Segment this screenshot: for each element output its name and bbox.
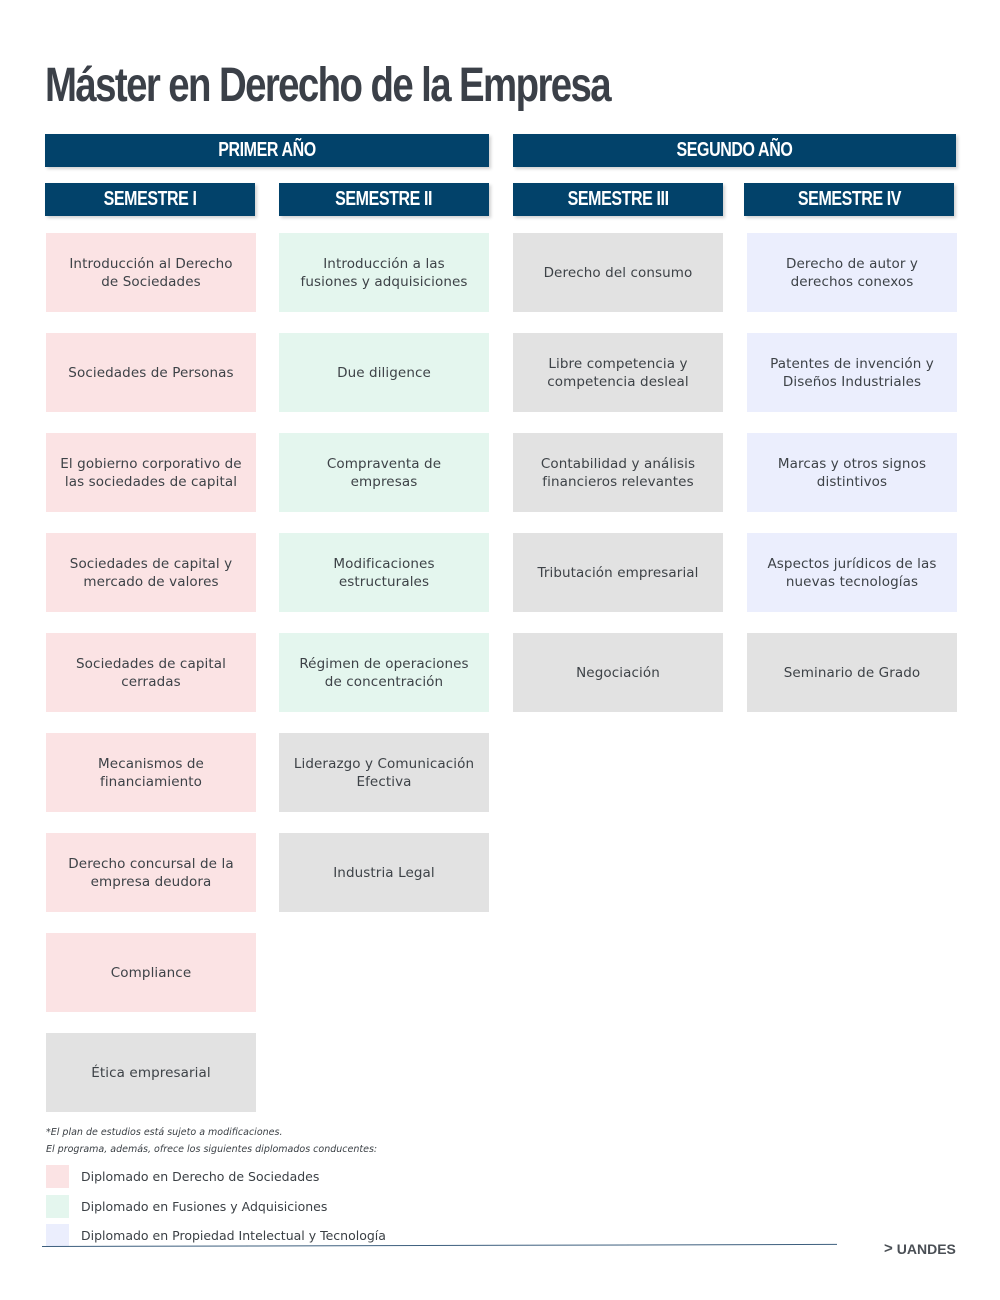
legend-label: Diplomado en Fusiones y Adquisiciones — [81, 1199, 328, 1214]
course-card: Aspectos jurídicos de las nuevas tecnolo… — [747, 533, 957, 612]
footnote-modifications: *El plan de estudios está sujeto a modif… — [46, 1127, 283, 1138]
course-card: Patentes de invención y Diseños Industri… — [747, 333, 957, 412]
semester-header-label: SEMESTRE I — [103, 188, 197, 210]
brand-name: UANDES — [896, 1240, 956, 1257]
legend-swatch — [46, 1165, 69, 1188]
course-card: Derecho del consumo — [513, 233, 723, 312]
course-card: Compraventa de empresas — [279, 433, 489, 512]
legend-label: Diplomado en Derecho de Sociedades — [81, 1169, 320, 1184]
semester-header-3: SEMESTRE III — [513, 183, 723, 216]
course-card: Negociación — [513, 633, 723, 712]
legend-item-sociedades: Diplomado en Derecho de Sociedades — [46, 1165, 319, 1188]
legend-swatch — [46, 1195, 69, 1218]
semester-header-label: SEMESTRE II — [335, 188, 433, 210]
course-card: Derecho de autor y derechos conexos — [747, 233, 957, 312]
chevron-right-icon: > — [884, 1240, 893, 1257]
year-header-segundo: SEGUNDO AÑO — [513, 134, 956, 167]
legend-item-fusiones: Diplomado en Fusiones y Adquisiciones — [46, 1195, 327, 1218]
course-card: Compliance — [46, 933, 256, 1012]
course-card: Tributación empresarial — [513, 533, 723, 612]
course-card: Ética empresarial — [46, 1033, 256, 1112]
course-card: El gobierno corporativo de las sociedade… — [46, 433, 256, 512]
course-card: Introducción al Derecho de Sociedades — [46, 233, 256, 312]
course-card: Mecanismos de financiamiento — [46, 733, 256, 812]
course-card: Derecho concursal de la empresa deudora — [46, 833, 256, 912]
semester-header-label: SEMESTRE IV — [797, 188, 901, 210]
course-card: Introducción a las fusiones y adquisicio… — [279, 233, 489, 312]
page-title: Máster en Derecho de la Empresa — [45, 59, 612, 112]
course-card: Contabilidad y análisis financieros rele… — [513, 433, 723, 512]
year-header-label: PRIMER AÑO — [218, 139, 316, 161]
course-card: Marcas y otros signos distintivos — [747, 433, 957, 512]
uandes-logo: > UANDES — [884, 1240, 956, 1257]
course-card: Sociedades de capital y mercado de valor… — [46, 533, 256, 612]
semester-header-4: SEMESTRE IV — [744, 183, 954, 216]
course-card: Régimen de operaciones de concentración — [279, 633, 489, 712]
course-card: Sociedades de Personas — [46, 333, 256, 412]
semester-header-1: SEMESTRE I — [45, 183, 255, 216]
legend-item-propiedad: Diplomado en Propiedad Intelectual y Tec… — [46, 1224, 386, 1247]
legend-label: Diplomado en Propiedad Intelectual y Tec… — [81, 1228, 386, 1243]
course-card: Libre competencia y competencia desleal — [513, 333, 723, 412]
semester-header-2: SEMESTRE II — [279, 183, 489, 216]
semester-header-label: SEMESTRE III — [567, 188, 669, 210]
course-card: Liderazgo y Comunicación Efectiva — [279, 733, 489, 812]
course-card: Seminario de Grado — [747, 633, 957, 712]
year-header-primer: PRIMER AÑO — [45, 134, 489, 167]
course-card: Sociedades de capital cerradas — [46, 633, 256, 712]
footnote-diplomados: El programa, además, ofrece los siguient… — [46, 1144, 378, 1155]
course-card: Industria Legal — [279, 833, 489, 912]
legend-swatch — [46, 1224, 69, 1247]
course-card: Modificaciones estructurales — [279, 533, 489, 612]
year-header-label: SEGUNDO AÑO — [676, 139, 793, 161]
course-card: Due diligence — [279, 333, 489, 412]
